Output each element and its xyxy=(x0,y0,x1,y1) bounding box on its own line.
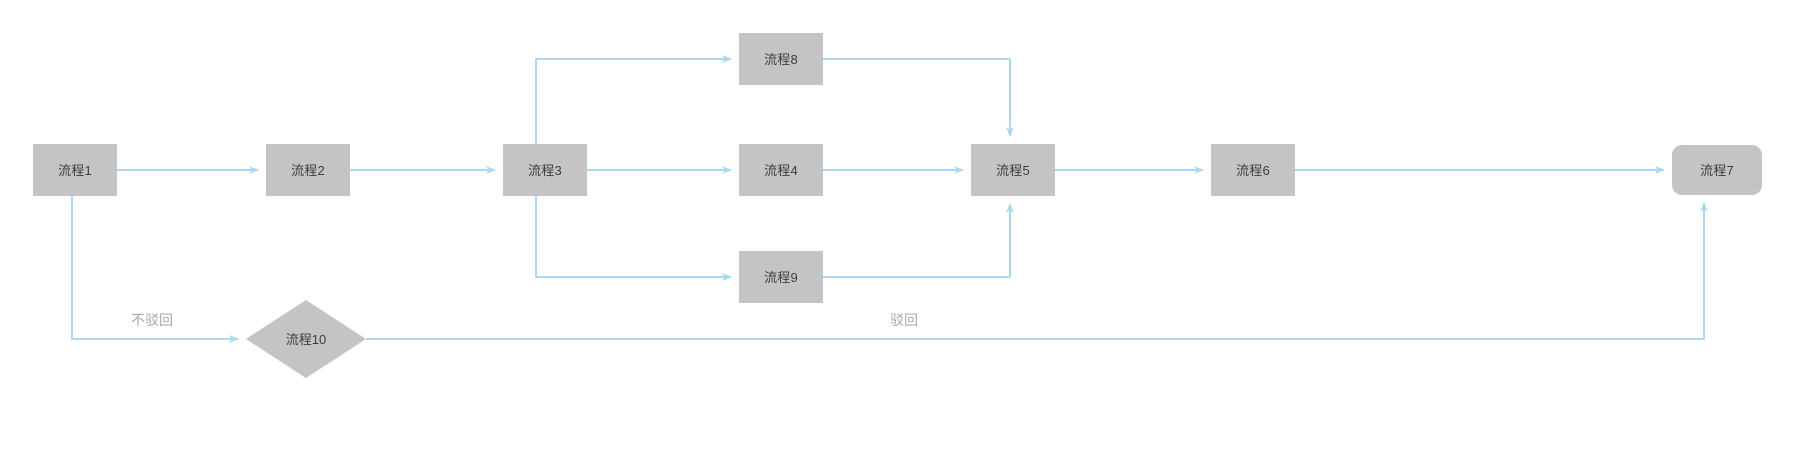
node-n1[interactable]: 流程1 xyxy=(33,144,117,196)
node-label: 流程7 xyxy=(1700,162,1734,178)
node-label: 流程4 xyxy=(764,162,798,178)
node-n8[interactable]: 流程8 xyxy=(739,33,823,85)
node-label: 流程5 xyxy=(996,162,1030,178)
edge-n10-n7 xyxy=(366,202,1708,340)
node-label: 流程1 xyxy=(58,162,92,178)
edge-label-bo-hui: 驳回 xyxy=(890,313,918,327)
diamond-shape xyxy=(246,300,366,378)
node-n5[interactable]: 流程5 xyxy=(971,144,1055,196)
edge-n3-n9 xyxy=(535,196,732,281)
edge-label-bu-bo-hui: 不驳回 xyxy=(131,313,173,327)
node-n4[interactable]: 流程4 xyxy=(739,144,823,196)
node-n9[interactable]: 流程9 xyxy=(739,251,823,303)
edge-label-text: 不驳回 xyxy=(131,312,173,328)
node-label: 流程3 xyxy=(528,162,562,178)
node-label: 流程9 xyxy=(764,269,798,285)
node-label: 流程2 xyxy=(291,162,325,178)
node-n6[interactable]: 流程6 xyxy=(1211,144,1295,196)
edge-n8-n5 xyxy=(823,58,1014,137)
node-label-wrap: 流程10 xyxy=(246,300,366,378)
node-label: 流程10 xyxy=(285,331,327,347)
node-label: 流程8 xyxy=(764,51,798,67)
edge-label-text: 驳回 xyxy=(890,312,918,328)
edge-n3-n8 xyxy=(535,55,732,144)
node-n10[interactable]: 流程10 xyxy=(246,300,366,378)
node-label: 流程6 xyxy=(1236,162,1270,178)
node-n7[interactable]: 流程7 xyxy=(1672,145,1762,195)
node-n3[interactable]: 流程3 xyxy=(503,144,587,196)
edge-n1-n10 xyxy=(71,196,239,343)
node-n2[interactable]: 流程2 xyxy=(266,144,350,196)
edge-n9-n5 xyxy=(823,203,1014,278)
